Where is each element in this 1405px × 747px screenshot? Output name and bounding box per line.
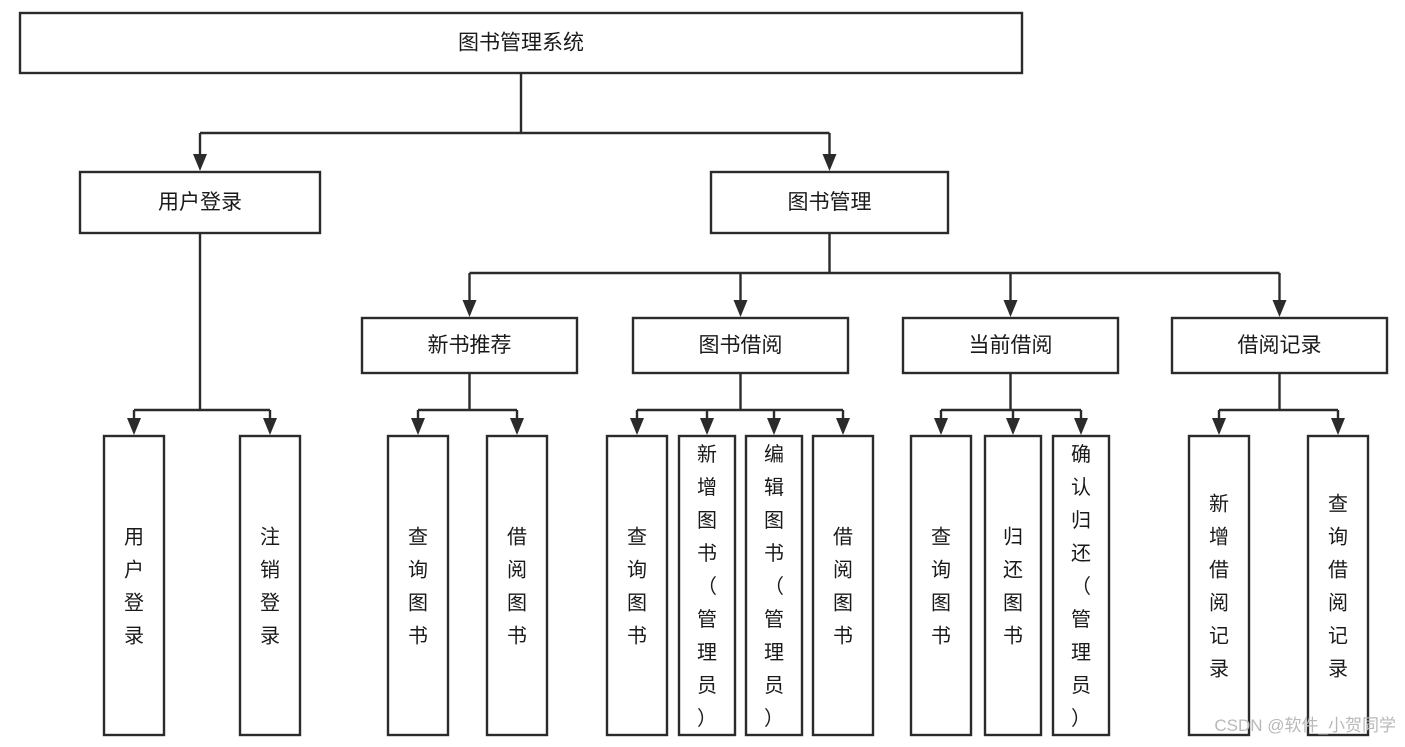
node-leaf-return-book[interactable]: 归还图书 [983,434,1043,737]
node-leaf-query-book-borrow-box[interactable] [605,434,669,737]
node-leaf-add-borrow-record-box[interactable] [1187,434,1251,737]
node-current-borrow-box[interactable] [901,316,1120,375]
node-leaf-edit-book-admin-label: 编辑图书（管理员） [764,443,784,730]
connectors-layer [127,73,1345,435]
node-book-management[interactable]: 图书管理 [709,170,950,235]
node-leaf-return-book-box[interactable] [983,434,1043,737]
node-leaf-edit-book-admin-box[interactable] [744,434,804,737]
node-borrow-record-label: 借阅记录 [1238,334,1322,357]
node-leaf-query-book-current[interactable]: 查询图书 [909,434,973,737]
node-user-login-label: 用户登录 [158,191,242,214]
node-root-box[interactable] [18,11,1024,75]
node-leaf-query-book-borrow[interactable]: 查询图书 [605,434,669,737]
node-book-borrow-label: 图书借阅 [699,334,783,357]
node-leaf-add-borrow-record[interactable]: 新增借阅记录 [1187,434,1251,737]
node-root-label: 图书管理系统 [458,32,584,55]
node-leaf-borrow-book-label: 借阅图书 [833,526,853,648]
node-book-management-label: 图书管理 [788,191,872,214]
node-borrow-record-box[interactable] [1170,316,1389,375]
node-leaf-confirm-return-admin-box[interactable] [1051,434,1111,737]
node-leaf-add-borrow-record-label: 新增借阅记录 [1209,493,1229,681]
node-book-management-box[interactable] [709,170,950,235]
node-leaf-return-book-label: 归还图书 [1003,526,1023,648]
node-leaf-add-book-admin-label: 新增图书（管理员） [697,443,717,730]
node-new-book-recommend-label: 新书推荐 [428,334,512,357]
node-leaf-user-login[interactable]: 用户登录 [102,434,166,737]
node-leaf-borrow-book-box[interactable] [811,434,875,737]
node-leaf-logout-login[interactable]: 注销登录 [238,434,302,737]
node-leaf-query-book-current-label: 查询图书 [931,526,951,648]
node-new-book-recommend-box[interactable] [360,316,579,375]
node-leaf-query-book-recommend-box[interactable] [386,434,450,737]
node-leaf-borrow-book-recommend-box[interactable] [485,434,549,737]
node-current-borrow[interactable]: 当前借阅 [901,316,1120,375]
node-new-book-recommend[interactable]: 新书推荐 [360,316,579,375]
node-leaf-borrow-book-recommend-label: 借阅图书 [507,526,527,648]
node-leaf-query-book-recommend-label: 查询图书 [408,526,428,648]
node-leaf-user-login-label: 用户登录 [124,527,144,648]
node-book-borrow-box[interactable] [631,316,850,375]
node-leaf-user-login-box[interactable] [102,434,166,737]
node-leaf-confirm-return-admin-label: 确认归还（管理员） [1071,443,1091,730]
node-leaf-borrow-book-recommend[interactable]: 借阅图书 [485,434,549,737]
node-leaf-query-book-current-box[interactable] [909,434,973,737]
csdn-watermark: CSDN @软件_小贺同学 [1214,716,1396,735]
node-user-login[interactable]: 用户登录 [78,170,322,235]
node-leaf-logout-login-box[interactable] [238,434,302,737]
node-leaf-query-borrow-record-label: 查询借阅记录 [1328,493,1348,681]
node-leaf-query-book-borrow-label: 查询图书 [627,526,647,648]
node-current-borrow-label: 当前借阅 [969,334,1053,357]
node-leaf-query-borrow-record[interactable]: 查询借阅记录 [1306,434,1370,737]
node-leaf-add-book-admin-box[interactable] [677,434,737,737]
node-leaf-query-book-recommend[interactable]: 查询图书 [386,434,450,737]
node-book-borrow[interactable]: 图书借阅 [631,316,850,375]
node-leaf-edit-book-admin[interactable]: 编辑图书（管理员） [744,434,804,737]
node-leaf-confirm-return-admin[interactable]: 确认归还（管理员） [1051,434,1111,737]
node-leaf-add-book-admin[interactable]: 新增图书（管理员） [677,434,737,737]
node-leaf-query-borrow-record-box[interactable] [1306,434,1370,737]
node-borrow-record[interactable]: 借阅记录 [1170,316,1389,375]
node-user-login-box[interactable] [78,170,322,235]
node-root[interactable]: 图书管理系统 [18,11,1024,75]
node-leaf-logout-login-label: 注销登录 [260,526,280,648]
nodes-layer: 图书管理系统用户登录图书管理新书推荐图书借阅当前借阅借阅记录用户登录注销登录查询… [18,11,1389,737]
node-leaf-borrow-book[interactable]: 借阅图书 [811,434,875,737]
